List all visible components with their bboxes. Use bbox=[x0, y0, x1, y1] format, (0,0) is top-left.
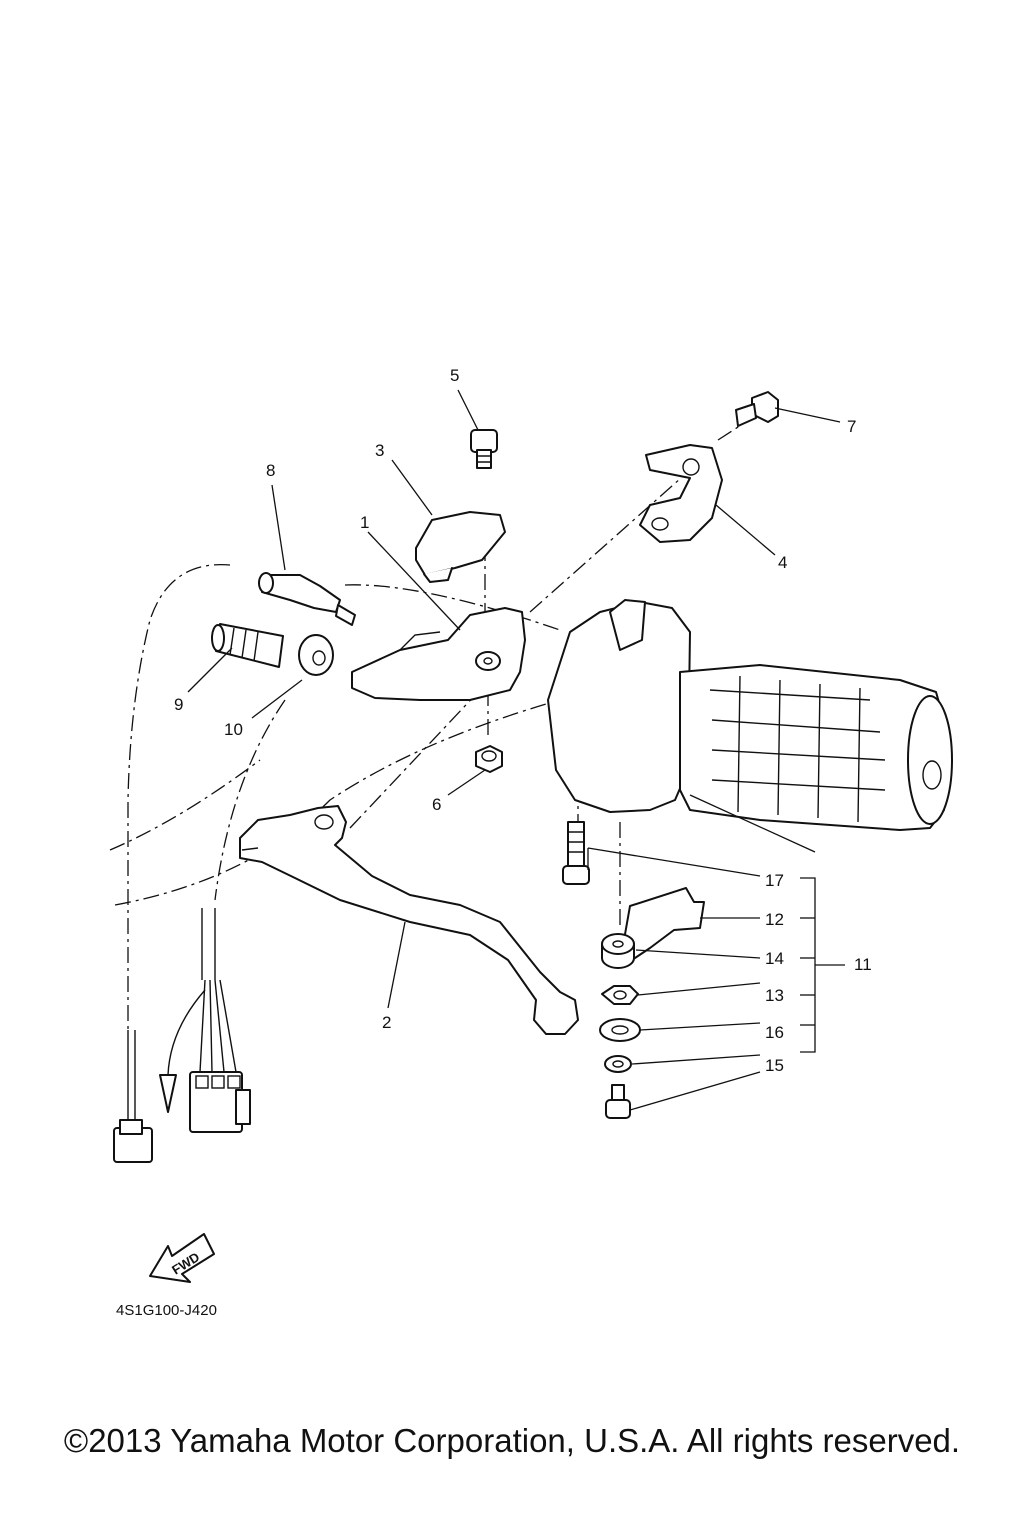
lever-12-part bbox=[623, 887, 705, 961]
callouts: 1 2 3 4 5 6 7 8 9 10 11 12 13 14 15 16 1… bbox=[174, 366, 872, 1075]
cable-routing bbox=[127, 563, 286, 1030]
nut-13-part bbox=[601, 985, 639, 1005]
callout-11: 11 bbox=[854, 955, 872, 974]
callout-3: 3 bbox=[375, 441, 384, 460]
callout-5: 5 bbox=[450, 366, 459, 385]
clutch-switch-part bbox=[415, 511, 506, 583]
clamp-part bbox=[639, 444, 723, 543]
copyright-notice: ©2013 Yamaha Motor Corporation, U.S.A. A… bbox=[63, 1422, 961, 1459]
collar-part bbox=[601, 933, 635, 969]
bolt-part bbox=[735, 391, 779, 427]
callout-14: 14 bbox=[765, 949, 784, 968]
screw-part bbox=[470, 429, 498, 469]
callout-16: 16 bbox=[765, 1023, 784, 1042]
handlebar-outline bbox=[109, 584, 561, 906]
callout-9: 9 bbox=[174, 695, 183, 714]
callout-6: 6 bbox=[432, 795, 441, 814]
callout-7: 7 bbox=[847, 417, 856, 436]
clutch-lever-part bbox=[239, 805, 579, 1035]
callout-8: 8 bbox=[266, 461, 275, 480]
callout-4: 4 bbox=[778, 553, 787, 572]
washer-part bbox=[599, 1018, 641, 1042]
screw-15-part bbox=[605, 1084, 631, 1119]
callout-15: 15 bbox=[765, 1056, 784, 1075]
lock-washer-part bbox=[604, 1055, 632, 1073]
connector-left bbox=[113, 1030, 153, 1163]
lever-holder-part bbox=[351, 607, 526, 701]
screw-17-part bbox=[562, 821, 590, 885]
callout-1: 1 bbox=[360, 513, 369, 532]
switch-assembly-part bbox=[547, 599, 953, 831]
callout-2: 2 bbox=[382, 1013, 391, 1032]
nut-part bbox=[475, 745, 503, 773]
locknut-part bbox=[298, 634, 334, 676]
callout-10: 10 bbox=[224, 720, 243, 739]
adjuster-part bbox=[211, 623, 284, 668]
callout-17: 17 bbox=[765, 871, 784, 890]
callout-12: 12 bbox=[765, 910, 784, 929]
diagram-code: 4S1G100-J420 bbox=[116, 1302, 217, 1319]
fwd-arrow-icon: FWD bbox=[149, 1233, 215, 1283]
callout-13: 13 bbox=[765, 986, 784, 1005]
switch-cable-part bbox=[258, 572, 356, 626]
leader-lines bbox=[187, 389, 845, 1111]
connector-right bbox=[159, 908, 251, 1133]
